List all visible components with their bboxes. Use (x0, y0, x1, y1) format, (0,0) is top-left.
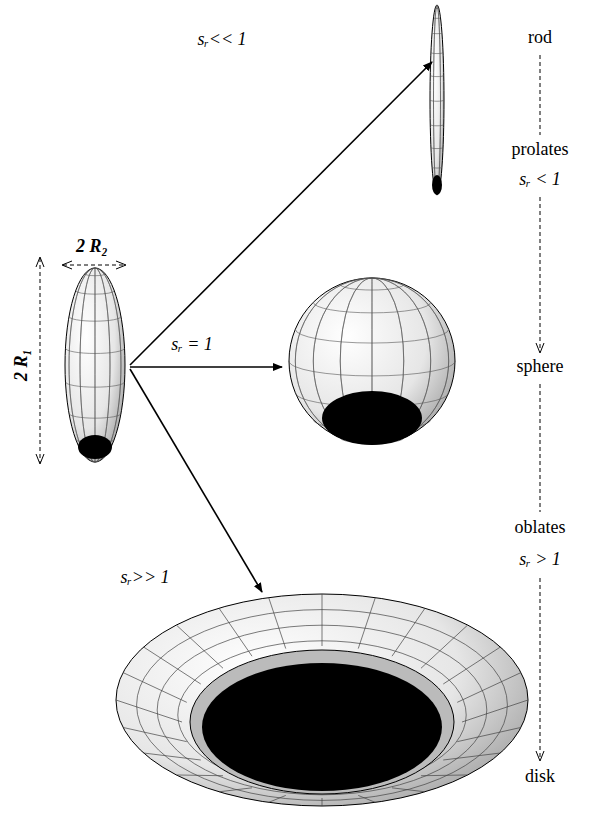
parallel-line (65, 348, 124, 353)
disk-spoke (421, 774, 468, 776)
parallel-line (65, 382, 124, 387)
disk-spoke (457, 727, 521, 741)
sequence-arrows (540, 55, 541, 760)
disk-spoke (144, 647, 201, 684)
disk-spoke (358, 598, 375, 649)
meridian-line (313, 278, 430, 444)
ellipsoid-cap (432, 175, 442, 195)
parallel-line (76, 291, 115, 294)
disk-spoke (358, 795, 375, 802)
parallel-line (69, 317, 121, 322)
ellipsoid-shape (65, 268, 125, 462)
disk-ring (157, 625, 487, 795)
ratio-label: sᵣ = 1 (169, 335, 215, 355)
disk-spoke (116, 700, 182, 722)
meridian-line (69, 268, 121, 462)
parallel-line (435, 8, 439, 9)
ellipsoid-body (289, 278, 455, 444)
disk-spoke (144, 753, 201, 760)
meridian-line (295, 278, 448, 444)
parallel-line (432, 32, 442, 34)
parallel-line (313, 302, 430, 313)
ratio-label: sᵣ < 1 (517, 170, 563, 190)
disk-spoke (462, 700, 528, 722)
shape-name: disk (523, 767, 557, 787)
meridian-line (295, 278, 448, 444)
disk-spoke (123, 727, 187, 741)
disk-shape (116, 594, 528, 806)
disk-cap (202, 663, 442, 791)
disk-spoke (322, 798, 323, 806)
disk-spoke (176, 774, 223, 776)
dimension-label: 2 R₂ (74, 237, 110, 257)
meridian-line (95, 268, 96, 462)
meridian-line (313, 278, 430, 444)
parallel-line (430, 125, 444, 126)
disk-spoke (322, 594, 323, 646)
disk-spoke (219, 788, 252, 792)
parallel-line (340, 284, 404, 290)
meridian-line (69, 268, 121, 462)
disk-spoke (457, 673, 521, 703)
ellipsoid-body (430, 5, 444, 195)
disk-spoke (269, 795, 286, 802)
parallel-line (295, 329, 448, 343)
parallel-line (69, 414, 121, 419)
disk-spoke (443, 753, 500, 760)
parallel-line (431, 148, 443, 149)
disk-inner-ring (190, 650, 454, 794)
shape-name: prolates (510, 140, 571, 160)
shape-name: sphere (515, 357, 566, 377)
disk-body (116, 594, 528, 806)
transform-arrows (130, 62, 432, 592)
parallel-line (432, 167, 442, 169)
parallel-line (289, 361, 455, 376)
ratio-label: sᵣ > 1 (517, 550, 563, 570)
disk-spoke (219, 608, 252, 656)
disk-spoke (421, 625, 468, 668)
parallel-line (430, 75, 444, 76)
meridian-line (80, 268, 110, 462)
ellipsoid-body (65, 268, 125, 462)
disk-spoke (392, 788, 425, 792)
shape-name: oblates (513, 518, 568, 538)
dimension-arrows (40, 258, 125, 463)
ellipsoid-cap (78, 435, 112, 459)
parallel-line (85, 274, 106, 276)
ellipsoid-shape (430, 5, 444, 195)
disk-spoke (123, 673, 187, 703)
parallel-line (434, 17, 441, 19)
parallel-line (431, 53, 443, 54)
disk-spoke (392, 608, 425, 656)
parallel-line (430, 100, 444, 101)
disk-spoke (443, 647, 500, 684)
disk-spoke (269, 598, 286, 649)
dimension-label: 2 R₁ (12, 347, 32, 383)
ratio-label: sᵣ<< 1 (195, 30, 248, 50)
ellipsoid-shape (289, 278, 455, 445)
meridian-line (80, 268, 110, 462)
ratio-label: sᵣ>> 1 (118, 568, 171, 588)
ellipsoid-cap (322, 391, 422, 445)
disk-spoke (176, 625, 223, 668)
shape-name: rod (526, 28, 554, 48)
